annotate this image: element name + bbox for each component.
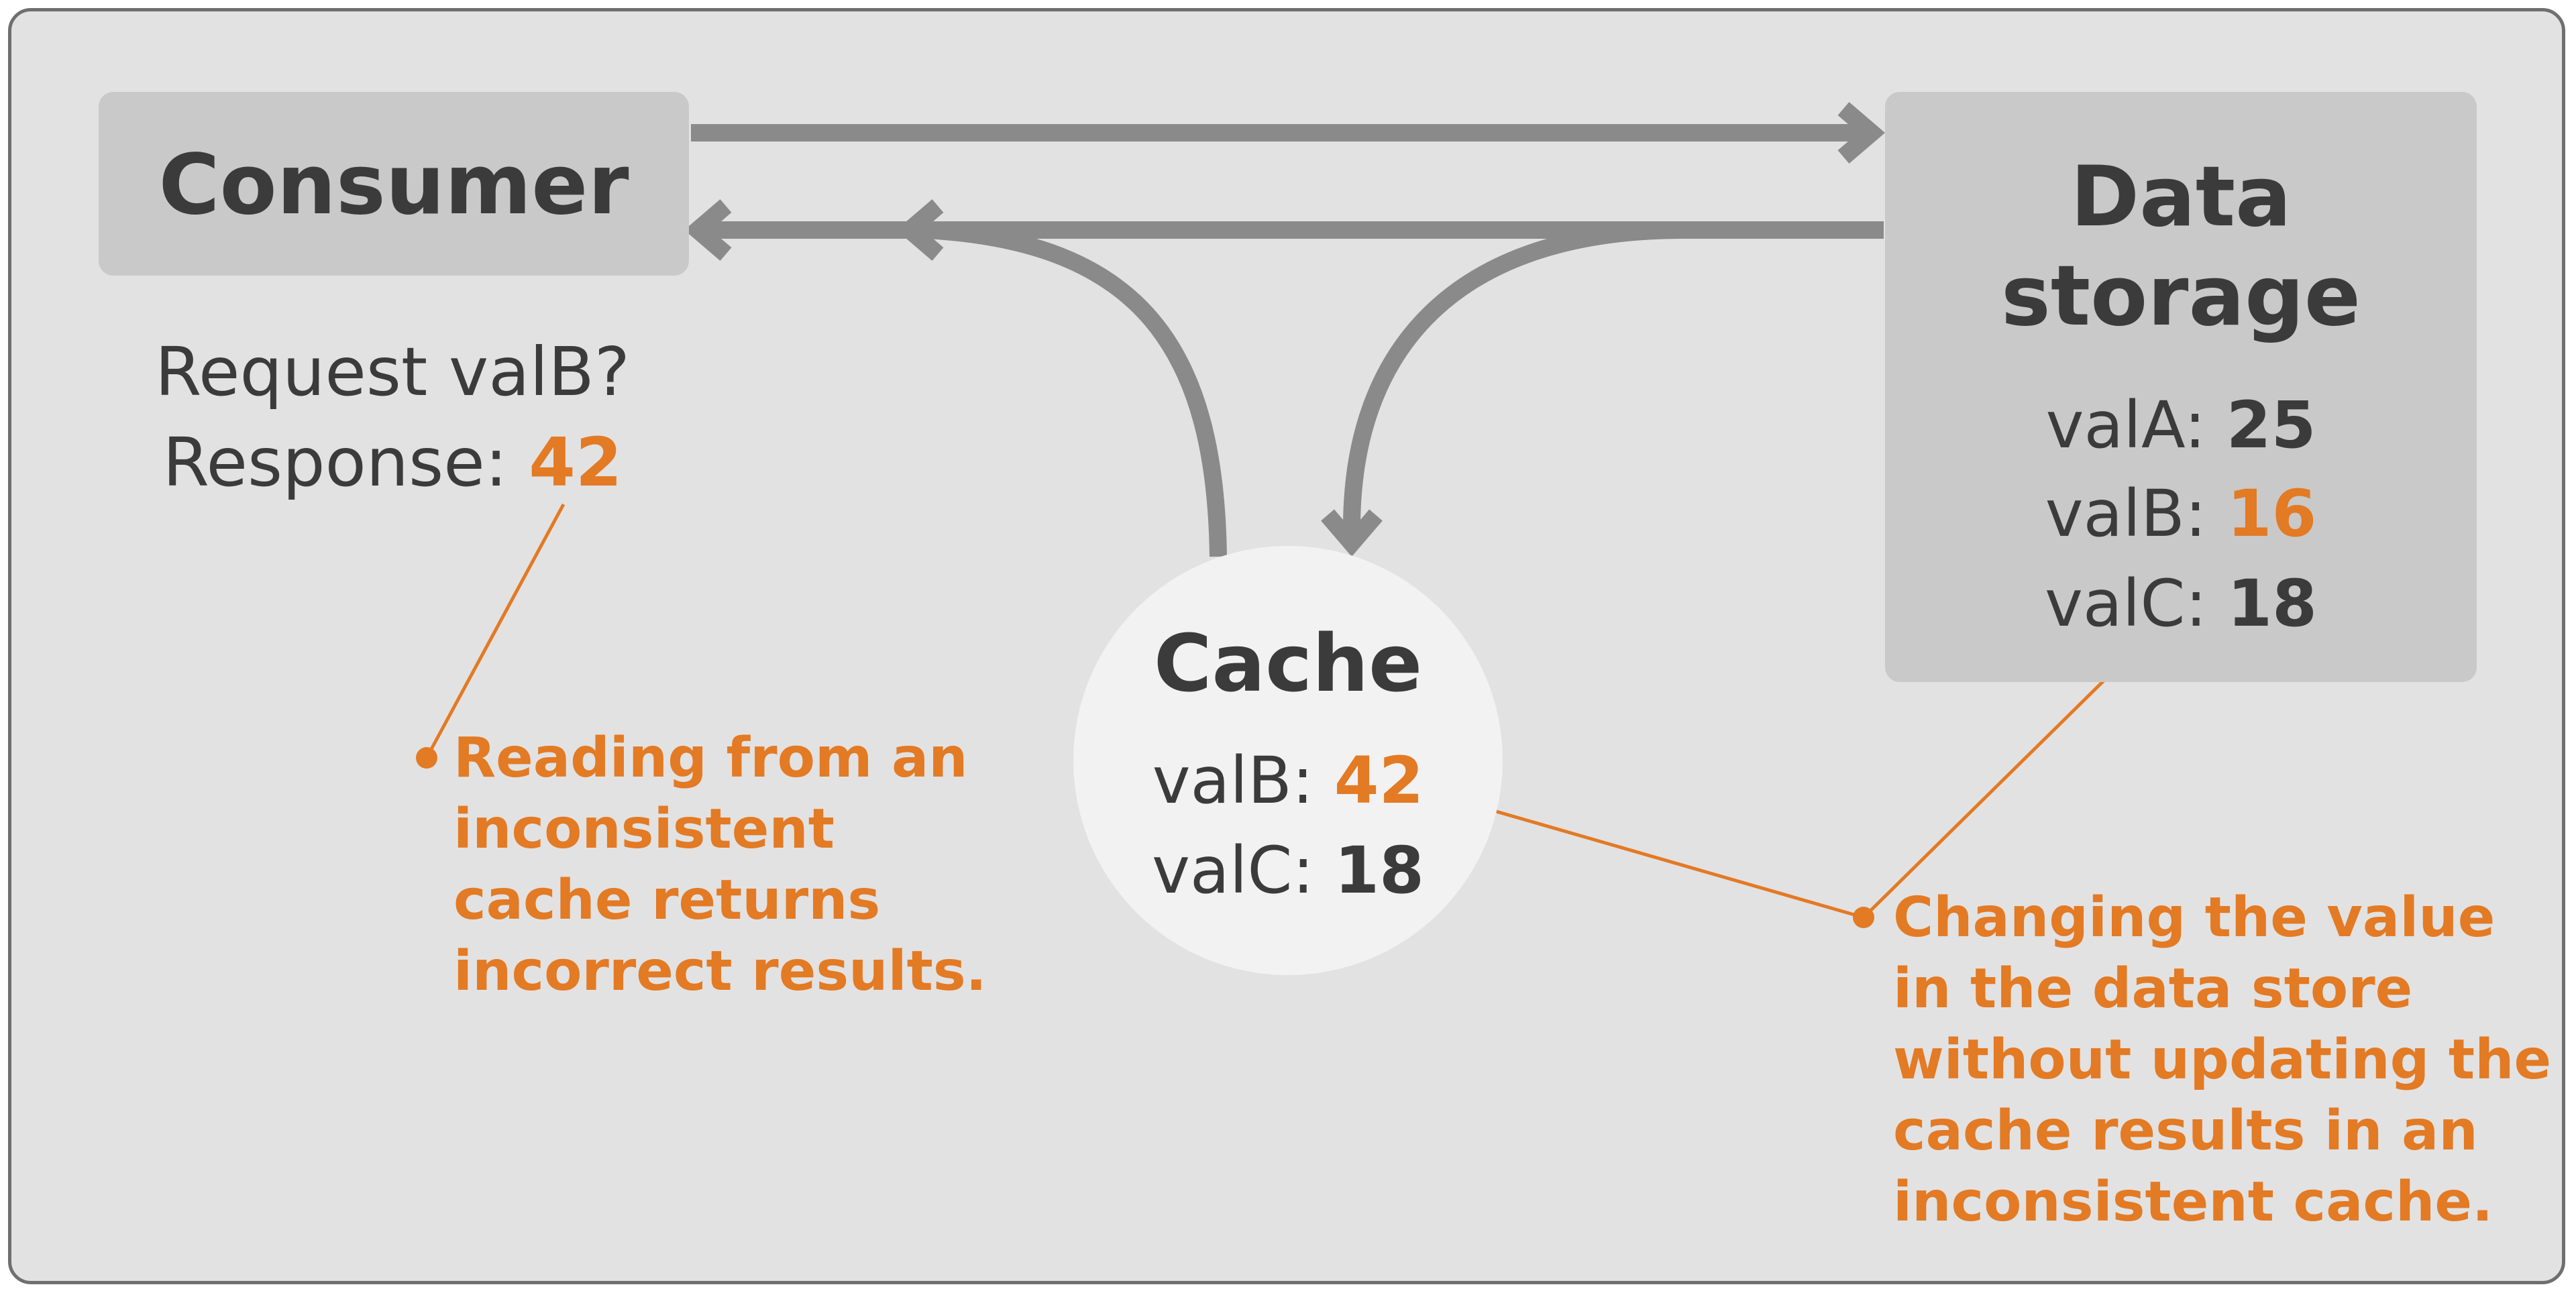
read-note-line: cache returns bbox=[453, 868, 881, 932]
storage-key: valC: bbox=[2045, 566, 2207, 641]
cache-key: valB: bbox=[1152, 743, 1314, 818]
cache-title: Cache bbox=[1153, 617, 1423, 710]
change-note-line: inconsistent cache. bbox=[1893, 1170, 2493, 1234]
storage-value: 18 bbox=[2227, 566, 2317, 641]
change-note-leader-from-cache bbox=[1433, 791, 1864, 919]
read-note: Reading from an inconsistent cache retur… bbox=[453, 723, 987, 1007]
consumer-box bbox=[99, 92, 689, 276]
cache-row-valb: valB: 42 bbox=[1073, 748, 1503, 813]
read-note-line: Reading from an bbox=[453, 726, 968, 790]
response-value: 42 bbox=[529, 423, 623, 502]
storage-to-cache-curve bbox=[1342, 221, 1684, 534]
cache-row-valc: valC: 18 bbox=[1073, 838, 1503, 903]
request-arrowhead bbox=[1837, 102, 1885, 164]
response-arrowhead-secondary bbox=[896, 199, 944, 261]
cache-fill-arrowhead bbox=[1321, 509, 1383, 557]
change-note-line: cache results in an bbox=[1893, 1099, 2478, 1163]
consumer-title: Consumer bbox=[158, 137, 629, 233]
change-note-line: Changing the value bbox=[1893, 886, 2496, 950]
change-note: Changing the value in the data store wit… bbox=[1893, 883, 2551, 1238]
storage-row-valc: valC: 18 bbox=[1885, 571, 2477, 636]
read-note-line: inconsistent bbox=[453, 797, 835, 861]
change-note-line: without updating the bbox=[1893, 1028, 2552, 1092]
storage-row-vala: valA: 25 bbox=[1885, 393, 2477, 457]
storage-title-line2: storage bbox=[2001, 248, 2361, 345]
change-note-dot bbox=[1853, 907, 1874, 928]
response-label: Response: bbox=[162, 423, 508, 502]
change-note-line: in the data store bbox=[1893, 957, 2413, 1021]
storage-value-changed: 16 bbox=[2226, 476, 2317, 551]
cache-value: 18 bbox=[1334, 833, 1424, 908]
storage-title-line1: Data bbox=[2070, 149, 2292, 245]
cache-to-consumer-curve bbox=[925, 221, 1227, 557]
request-label: Request valB? bbox=[155, 333, 630, 411]
storage-row-valb: valB: 16 bbox=[1885, 482, 2477, 546]
data-storage-box bbox=[1885, 92, 2477, 682]
cache-key: valC: bbox=[1152, 833, 1314, 908]
read-note-leader bbox=[425, 503, 566, 759]
read-note-line: incorrect results. bbox=[453, 940, 987, 1003]
cache-circle bbox=[1073, 546, 1503, 975]
cache-value-stale: 42 bbox=[1334, 743, 1424, 818]
read-note-dot bbox=[416, 747, 437, 769]
storage-key: valA: bbox=[2045, 388, 2206, 463]
response-arrowhead bbox=[684, 199, 732, 261]
storage-value: 25 bbox=[2226, 388, 2316, 463]
storage-key: valB: bbox=[2045, 476, 2207, 551]
response-line: Response: 42 bbox=[134, 429, 651, 496]
